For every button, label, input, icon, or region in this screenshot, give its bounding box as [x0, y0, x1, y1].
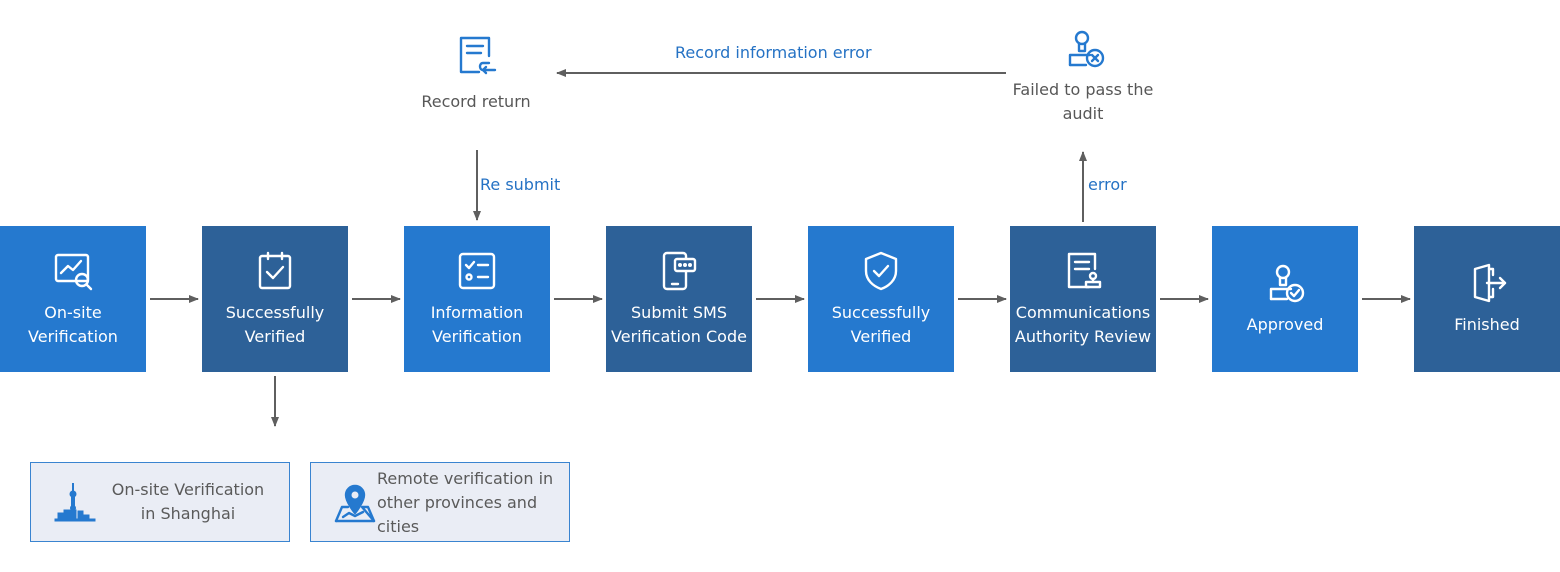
- step-label: Approved: [1246, 315, 1324, 334]
- note-remote-verification: Remote verification in other provinces a…: [310, 462, 570, 542]
- monitor-analytics-icon: [54, 253, 93, 291]
- document-stamp-icon: [1067, 252, 1102, 289]
- edge-label-error: error: [1088, 175, 1127, 194]
- step-onsite-verification: On-site Verification: [0, 226, 146, 372]
- note-onsite-shanghai: On-site Verification in Shanghai: [30, 462, 290, 542]
- step-label: Information Verification: [430, 303, 524, 346]
- checklist-icon: [458, 252, 496, 290]
- shield-check-icon: [864, 251, 898, 291]
- step-label: Successfully Verified: [831, 303, 931, 346]
- edge-label-resubmit: Re submit: [480, 175, 561, 194]
- note-label: Remote verification in other provinces a…: [377, 469, 554, 536]
- map-pin-icon: [334, 484, 376, 523]
- step-label: Successfully Verified: [225, 303, 325, 346]
- city-skyline-icon: [54, 483, 96, 522]
- clipboard-check-icon: [258, 251, 292, 290]
- step-successfully-verified-2: Successfully Verified: [808, 226, 954, 372]
- step-communications-authority-review: Communications Authority Review: [1010, 226, 1156, 372]
- step-successfully-verified-1: Successfully Verified: [202, 226, 348, 372]
- step-submit-sms: Submit SMS Verification Code: [606, 226, 752, 372]
- step-label: Finished: [1454, 315, 1520, 334]
- edge-label-record-error: Record information error: [675, 43, 872, 62]
- step-label: Submit SMS Verification Code: [611, 303, 747, 346]
- step-label: Communications Authority Review: [1014, 303, 1152, 346]
- note-label: On-site Verification in Shanghai: [111, 480, 265, 523]
- step-approved: Approved: [1212, 226, 1358, 372]
- step-finished: Finished: [1414, 226, 1560, 372]
- failed-audit-label: Failed to pass the audit: [1012, 80, 1154, 123]
- step-label: On-site Verification: [28, 303, 118, 346]
- record-return-label: Record return: [421, 92, 531, 111]
- step-information-verification: Information Verification: [404, 226, 550, 372]
- phone-message-icon: [662, 251, 697, 291]
- exit-door-icon: [1473, 263, 1507, 303]
- document-return-icon: [459, 36, 497, 75]
- stamp-x-icon: [1068, 30, 1105, 68]
- stamp-check-icon: [1269, 264, 1305, 303]
